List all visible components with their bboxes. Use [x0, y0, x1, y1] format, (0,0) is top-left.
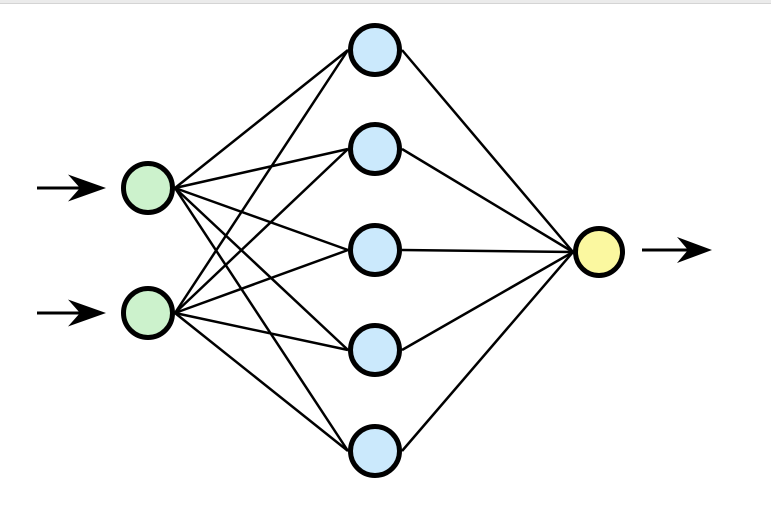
node-hidden-1	[348, 23, 402, 77]
window-top-border	[0, 0, 771, 4]
edge-hidden-1-output-1	[401, 49, 574, 253]
node-hidden-2	[348, 122, 402, 176]
edge-input-2-hidden-3	[174, 248, 349, 315]
edge-input-2-hidden-5	[174, 312, 349, 452]
node-hidden-5	[348, 424, 402, 478]
edge-input-1-hidden-1	[174, 49, 349, 189]
edge-hidden-2-output-1	[401, 147, 574, 254]
node-output-1	[573, 226, 625, 278]
edge-input-1-hidden-4	[174, 187, 349, 351]
node-hidden-3	[348, 223, 402, 277]
edge-input-1-hidden-3	[174, 186, 349, 252]
input-arrow-1-head-icon	[68, 174, 106, 202]
edge-input-2-hidden-4	[174, 311, 349, 352]
output-arrow-head-icon	[677, 237, 712, 263]
input-arrow-2-head-icon	[68, 299, 106, 327]
edge-hidden-5-output-1	[401, 251, 574, 452]
edge-input-1-hidden-2	[174, 147, 349, 190]
edge-hidden-3-output-1	[401, 248, 574, 254]
edge-hidden-4-output-1	[401, 250, 574, 352]
edge-input-1-hidden-5	[173, 187, 350, 452]
node-input-2	[121, 286, 175, 340]
node-hidden-4	[348, 323, 402, 377]
edge-input-2-hidden-2	[174, 148, 349, 314]
edge-input-2-hidden-1	[173, 49, 350, 314]
node-input-1	[121, 161, 175, 215]
